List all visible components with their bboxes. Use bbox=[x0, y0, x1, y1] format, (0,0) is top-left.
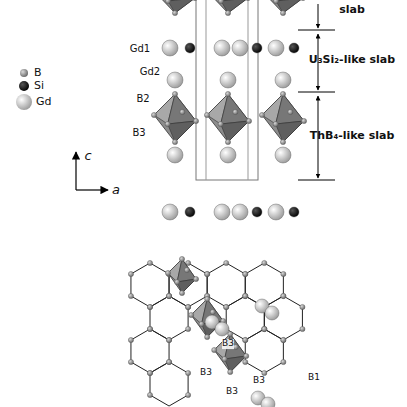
atom-label: Gd2 bbox=[140, 66, 160, 77]
atom-label: B3 bbox=[222, 339, 234, 349]
atom-label: Gd1 bbox=[130, 43, 150, 54]
axis-label: a bbox=[112, 183, 120, 197]
legend-text: B bbox=[34, 67, 42, 79]
slab-label: slab bbox=[339, 4, 365, 16]
axis-label: c bbox=[84, 149, 91, 163]
slab-label: ThB₄-like slab bbox=[310, 130, 395, 142]
axes bbox=[76, 152, 108, 190]
atom-label: B1 bbox=[308, 373, 320, 383]
atom-label: B3 bbox=[200, 368, 212, 378]
legend-spheres bbox=[16, 69, 32, 110]
atom-label: B3 bbox=[253, 376, 265, 386]
atom-label: B3 bbox=[226, 387, 238, 397]
atom-label: B2 bbox=[136, 93, 149, 104]
atom-label: B3 bbox=[132, 127, 145, 138]
legend-text: Gd bbox=[36, 96, 52, 108]
slab-label: U₃Si₂-like slab bbox=[309, 54, 395, 66]
legend-text: Si bbox=[34, 80, 44, 92]
slab-bracket bbox=[298, 4, 335, 180]
